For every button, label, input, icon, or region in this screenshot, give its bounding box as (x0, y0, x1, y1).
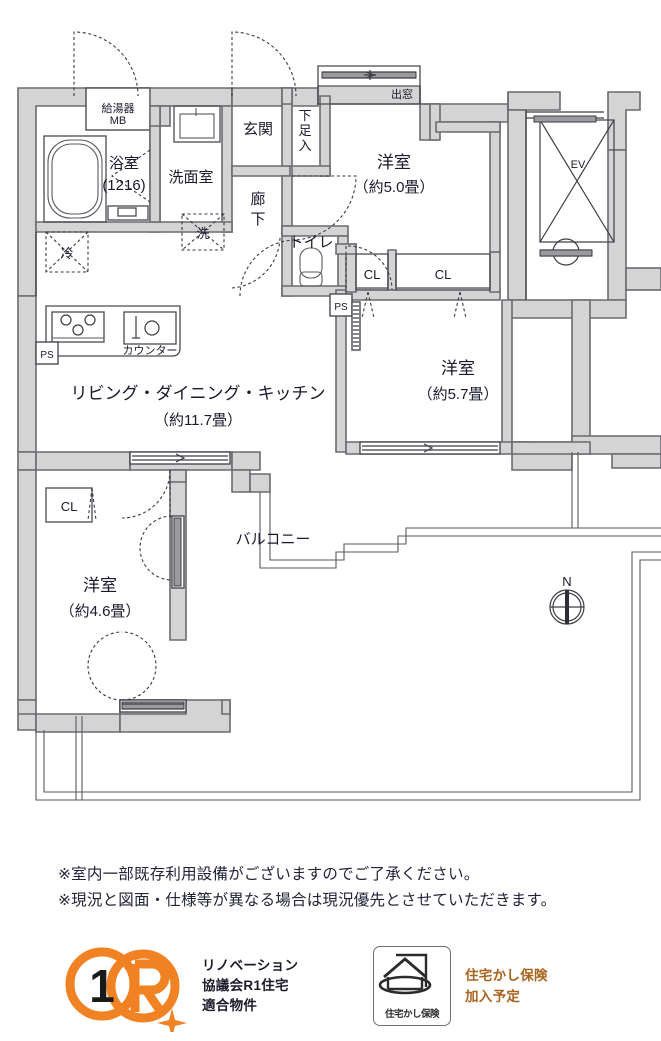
ps-label-2: PS (40, 350, 54, 361)
label-bay-window: 出窓 (391, 87, 413, 101)
fridge-space (45, 231, 89, 273)
label-toilet: トイレ (288, 234, 333, 251)
insurance-line-2: 加入予定 (465, 989, 521, 1004)
interior-walls (35, 87, 591, 715)
label-elevator: EV (571, 159, 586, 171)
insurance-icon-box: 住宅かし保険 (373, 946, 451, 1026)
door-swings (73, 31, 467, 701)
label-ldk-size: （約11.7畳） (154, 412, 242, 429)
label-bed46-size: （約4.6畳） (60, 603, 141, 620)
room-outlines (43, 65, 615, 523)
sink (123, 311, 177, 345)
label-bed57-size: （約5.7畳） (418, 386, 499, 403)
label-entrance: 玄関 (243, 121, 273, 138)
label-ldk: リビング・ダイニング・キッチン (71, 384, 326, 403)
label-washer: 洗 (196, 226, 209, 241)
kitchen-counter (45, 305, 181, 357)
r1-logo-icon: 1 (65, 947, 187, 1032)
label-bed57: 洋室 (441, 359, 475, 378)
certification-badges: 1 リノベーション 協議会R1住宅 適合物件 住宅かし保険 住宅かし保険 (60, 940, 660, 1040)
label-corridor: 廊下 (250, 191, 265, 228)
swing-hall-left (73, 31, 139, 97)
note-line-1: ※室内一部既存利用設備がございますのでご了承ください。 (58, 866, 480, 883)
closet-large (395, 253, 491, 291)
balcony-outline (35, 452, 661, 801)
r1-line-3: 適合物件 (202, 998, 258, 1013)
swing-hall-right (231, 31, 297, 97)
toilet-bowl (299, 247, 323, 279)
r1-line-2: 協議会R1住宅 (202, 978, 289, 993)
r1-text-block: リノベーション 協議会R1住宅 適合物件 (202, 956, 298, 1016)
label-closet-3: CL (61, 499, 78, 514)
disclaimer-notes: ※室内一部既存利用設備がございますのでご了承ください。 ※現況と図面・仕様等が異… (58, 862, 648, 914)
room-labels: 給湯器 MB 浴室 (1216) 洗面室 玄関 下足入 廊下 トイレ 洗 冷 カ… (60, 87, 586, 620)
insurance-text-block: 住宅かし保険 加入予定 (465, 965, 548, 1007)
label-washroom: 洗面室 (168, 169, 213, 186)
bay-window (317, 65, 421, 105)
label-counter: カウンター (123, 344, 178, 357)
floorplan-svg: .w { fill:#d4d4d4; stroke:#6a6a70; strok… (17, 31, 661, 801)
floorplan-drawing: .w { fill:#d4d4d4; stroke:#6a6a70; strok… (17, 31, 661, 801)
label-water-heater: 給湯器 (102, 101, 135, 115)
closet-bed46 (45, 487, 93, 523)
label-bed46: 洋室 (83, 576, 117, 595)
vanity-outline (173, 105, 221, 143)
house-shield-icon (378, 953, 432, 995)
label-bed50-size: （約5.0畳） (354, 179, 435, 196)
ps-labels: PS PS (40, 302, 348, 361)
label-balcony: バルコニー (236, 531, 311, 548)
label-shoebox: 下足入 (298, 108, 311, 153)
label-closet-1: CL (364, 267, 381, 282)
note-line-2: ※現況と図面・仕様等が異なる場合は現況優先とさせていただきます。 (58, 892, 557, 909)
insurance-box-caption: 住宅かし保険 (384, 1009, 440, 1020)
insurance-line-1: 住宅かし保険 (465, 968, 548, 983)
r1-line-1: リノベーション (202, 958, 299, 973)
label-bath-size: (1216) (102, 177, 145, 194)
pipe-shafts (35, 293, 353, 365)
window-bed57 (359, 441, 501, 455)
r1-numeral: 1 (89, 960, 115, 1012)
label-mb: MB (110, 115, 127, 127)
ps-label-1: PS (334, 302, 348, 313)
label-bed50: 洋室 (377, 153, 411, 172)
bathtub-outline (43, 135, 107, 223)
compass-north-label: N (562, 574, 571, 589)
compass: N (549, 574, 585, 625)
vent-hatch (351, 301, 361, 351)
windows (35, 232, 501, 713)
ps-box-2 (35, 341, 59, 365)
r1-renovation-badge: 1 リノベーション 協議会R1住宅 適合物件 (60, 940, 298, 1032)
outer-walls (17, 85, 661, 733)
swing-bath (111, 149, 151, 203)
housing-defect-insurance-badge: 住宅かし保険 住宅かし保険 加入予定 (373, 946, 548, 1026)
closet-small (355, 253, 389, 291)
window-ldk (129, 451, 231, 465)
stove (51, 311, 105, 343)
label-closet-2: CL (435, 267, 452, 282)
label-bath: 浴室 (109, 155, 139, 172)
label-fridge: 冷 (60, 246, 73, 261)
